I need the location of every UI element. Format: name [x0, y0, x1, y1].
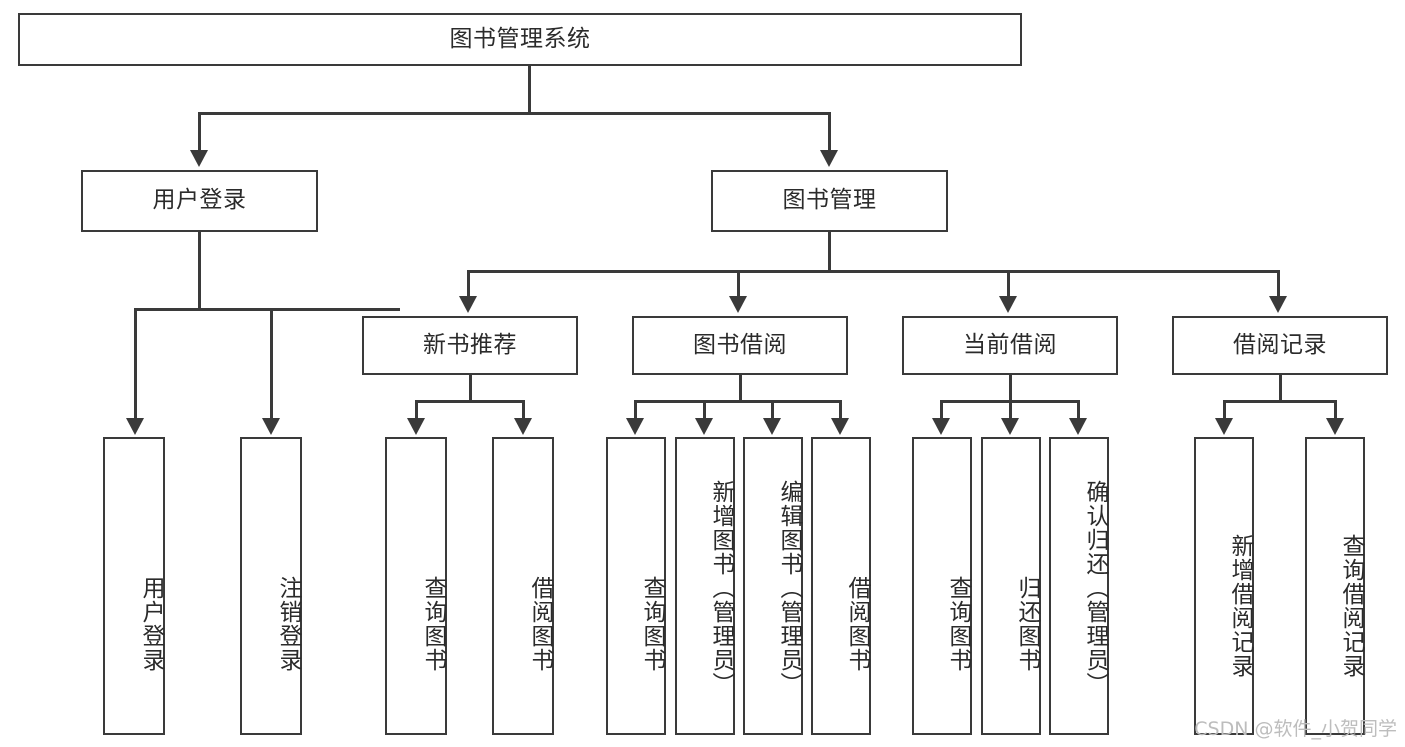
- connector-book-mgmt-to-l3-4: [1277, 270, 1280, 298]
- arrowhead-book-mgmt-to-l3-1: [459, 296, 477, 313]
- node-label: 图书借阅: [693, 331, 787, 358]
- arrowhead-book-mgmt-to-l3-4: [1269, 296, 1287, 313]
- connector-book-mgmt-stem: [828, 232, 831, 272]
- connector-book-borrow-to-leaf-3: [771, 400, 774, 420]
- connector-book-borrow-bus: [634, 400, 842, 403]
- node-label: 归还图书: [1014, 576, 1040, 672]
- node-label: 注销登录: [275, 576, 301, 672]
- leaf-user-login-login[interactable]: 用户登录: [103, 437, 165, 735]
- node-label: 查询图书: [420, 576, 446, 672]
- node-label: 新书推荐: [423, 331, 517, 358]
- connector-new-book-stem: [469, 375, 472, 402]
- connector-book-mgmt-bus: [467, 270, 1279, 273]
- leaf-user-login-logout[interactable]: 注销登录: [240, 437, 302, 735]
- arrowhead-book-borrow-to-leaf-2: [695, 418, 713, 435]
- leaf-current-borrow-query-book[interactable]: 查询图书: [912, 437, 972, 735]
- arrowhead-new-book-to-leaf-1: [407, 418, 425, 435]
- arrowhead-book-borrow-to-leaf-4: [831, 418, 849, 435]
- arrowhead-book-mgmt-to-l3-3: [999, 296, 1017, 313]
- node-label: 借阅记录: [1233, 331, 1327, 358]
- connector-user-login-to-leaf-1: [134, 308, 137, 420]
- node-label: 图书管理系统: [449, 25, 591, 52]
- node-label: 查询借阅记录: [1338, 534, 1364, 678]
- node-root-system[interactable]: 图书管理系统: [18, 13, 1022, 66]
- connector-borrow-record-stem: [1279, 375, 1282, 402]
- node-label: 用户登录: [138, 576, 164, 672]
- node-label: 编辑图书（管理员）: [776, 480, 802, 696]
- connector-current-borrow-stem: [1009, 375, 1012, 402]
- connector-book-borrow-to-leaf-2: [703, 400, 706, 420]
- node-label: 新增借阅记录: [1227, 534, 1253, 678]
- connector-borrow-record-bus: [1223, 400, 1337, 403]
- node-current-borrow[interactable]: 当前借阅: [902, 316, 1118, 375]
- arrowhead-root-to-book-mgmt: [820, 150, 838, 167]
- connector-root-to-user-login: [198, 112, 201, 152]
- arrowhead-root-to-user-login: [190, 150, 208, 167]
- connector-current-borrow-to-leaf-2: [1009, 400, 1012, 420]
- arrowhead-book-borrow-to-leaf-1: [626, 418, 644, 435]
- node-label: 查询图书: [639, 576, 665, 672]
- arrowhead-new-book-to-leaf-2: [514, 418, 532, 435]
- arrowhead-current-borrow-to-leaf-1: [932, 418, 950, 435]
- node-label: 用户登录: [152, 187, 247, 214]
- csdn-watermark: CSDN @软件_小贺同学: [1194, 718, 1397, 740]
- connector-book-mgmt-to-l3-1: [467, 270, 470, 298]
- node-label: 确认归还（管理员）: [1082, 480, 1108, 696]
- node-label: 新增图书（管理员）: [708, 480, 734, 696]
- leaf-new-book-borrow-book[interactable]: 借阅图书: [492, 437, 554, 735]
- leaf-new-book-query-book[interactable]: 查询图书: [385, 437, 447, 735]
- arrowhead-borrow-record-to-leaf-1: [1215, 418, 1233, 435]
- node-book-borrow[interactable]: 图书借阅: [632, 316, 848, 375]
- connector-root-bus: [198, 112, 830, 115]
- arrowhead-current-borrow-to-leaf-3: [1069, 418, 1087, 435]
- node-borrow-record[interactable]: 借阅记录: [1172, 316, 1388, 375]
- node-label: 借阅图书: [844, 576, 870, 672]
- connector-book-borrow-stem: [739, 375, 742, 402]
- node-user-login[interactable]: 用户登录: [81, 170, 318, 232]
- node-label: 查询图书: [945, 576, 971, 672]
- leaf-borrow-record-add-record[interactable]: 新增借阅记录: [1194, 437, 1254, 735]
- leaf-borrow-record-query-record[interactable]: 查询借阅记录: [1305, 437, 1365, 735]
- connector-book-borrow-to-leaf-4: [839, 400, 842, 420]
- connector-root-to-book-mgmt: [828, 112, 831, 152]
- connector-borrow-record-to-leaf-2: [1334, 400, 1337, 420]
- node-new-book-recommend[interactable]: 新书推荐: [362, 316, 578, 375]
- arrowhead-book-borrow-to-leaf-3: [763, 418, 781, 435]
- connector-new-book-to-leaf-1: [415, 400, 418, 420]
- node-label: 图书管理: [782, 187, 877, 214]
- connector-book-mgmt-to-l3-3: [1007, 270, 1010, 298]
- node-book-management[interactable]: 图书管理: [711, 170, 948, 232]
- connector-new-book-bus: [415, 400, 525, 403]
- connector-user-login-to-leaf-2: [270, 308, 273, 420]
- arrowhead-book-mgmt-to-l3-2: [729, 296, 747, 313]
- leaf-current-borrow-confirm-return[interactable]: 确认归还（管理员）: [1049, 437, 1109, 735]
- connector-root-stem: [528, 66, 531, 112]
- node-label: 当前借阅: [963, 331, 1057, 358]
- connector-borrow-record-to-leaf-1: [1223, 400, 1226, 420]
- connector-new-book-to-leaf-2: [522, 400, 525, 420]
- connector-user-login-stem: [198, 232, 201, 310]
- leaf-book-borrow-query-book[interactable]: 查询图书: [606, 437, 666, 735]
- arrowhead-user-login-to-leaf-1: [126, 418, 144, 435]
- leaf-book-borrow-edit-book[interactable]: 编辑图书（管理员）: [743, 437, 803, 735]
- leaf-book-borrow-borrow-book[interactable]: 借阅图书: [811, 437, 871, 735]
- connector-book-mgmt-to-l3-2: [737, 270, 740, 298]
- arrowhead-user-login-to-leaf-2: [262, 418, 280, 435]
- arrowhead-current-borrow-to-leaf-2: [1001, 418, 1019, 435]
- connector-book-borrow-to-leaf-1: [634, 400, 637, 420]
- connector-current-borrow-to-leaf-3: [1077, 400, 1080, 420]
- leaf-book-borrow-add-book[interactable]: 新增图书（管理员）: [675, 437, 735, 735]
- arrowhead-borrow-record-to-leaf-2: [1326, 418, 1344, 435]
- connector-user-login-bus: [134, 308, 400, 311]
- node-label: 借阅图书: [527, 576, 553, 672]
- connector-current-borrow-to-leaf-1: [940, 400, 943, 420]
- leaf-current-borrow-return-book[interactable]: 归还图书: [981, 437, 1041, 735]
